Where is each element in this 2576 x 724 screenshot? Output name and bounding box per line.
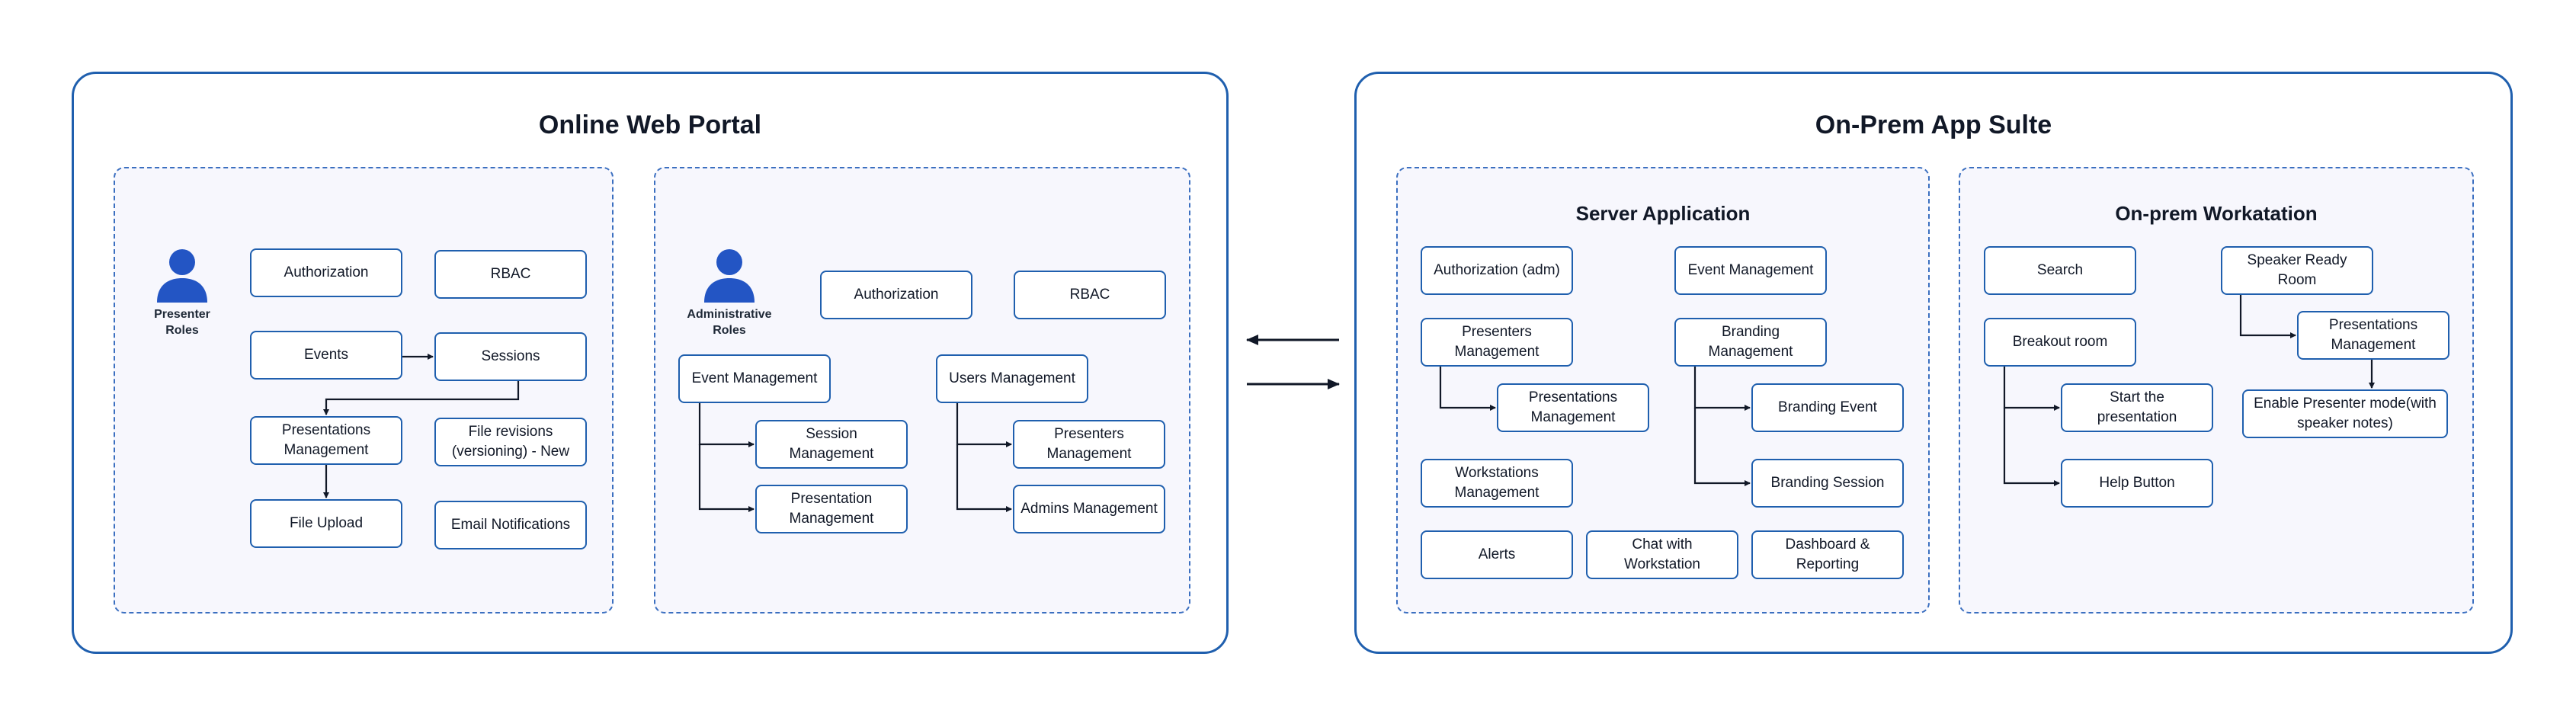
presenters-management-box: Presenters Management xyxy=(1013,420,1165,469)
email-notifications-box: Email Notifications xyxy=(434,501,587,549)
file-revisions-box: File revisions (versioning) - New xyxy=(434,418,587,466)
on-prem-app-suite-title: On-Prem App Sulte xyxy=(1815,111,2052,139)
breakout-to-start-arrow xyxy=(2003,367,2060,411)
users-management-box: Users Management xyxy=(936,354,1088,403)
presenter-roles-label: Presenter Roles xyxy=(154,308,210,337)
user-icon xyxy=(704,249,755,303)
sessions-box: Sessions xyxy=(434,332,587,381)
presenters-to-presentations-arrow xyxy=(1439,367,1496,411)
dashboard-reporting-box: Dashboard & Reporting xyxy=(1751,530,1904,579)
branding-event-box: Branding Event xyxy=(1751,383,1904,432)
presentations-management-box: Presentations Management xyxy=(250,416,402,465)
events-box: Events xyxy=(250,331,402,380)
search-box: Search xyxy=(1984,246,2136,295)
alerts-box: Alerts xyxy=(1421,530,1573,579)
branding-to-event-arrow xyxy=(1693,367,1751,411)
presenter-authorization-box: Authorization xyxy=(250,248,402,297)
breakout-to-help-arrow xyxy=(2003,408,2060,486)
event-mgmt-to-presentation-arrow xyxy=(698,444,755,512)
file-upload-box: File Upload xyxy=(250,499,402,548)
server-presentations-management-box: Presentations Management xyxy=(1497,383,1649,432)
server-presenters-management-box: Presenters Management xyxy=(1421,318,1573,367)
presenter-roles: Presenter Roles xyxy=(125,248,239,339)
branding-to-session-arrow xyxy=(1693,408,1751,486)
branding-management-box: Branding Management xyxy=(1674,318,1827,367)
branding-session-box: Branding Session xyxy=(1751,459,1904,508)
workstation-presentations-management-box: Presentations Management xyxy=(2297,311,2449,360)
sessions-to-presentations-arrow xyxy=(323,381,520,415)
speaker-room-to-presentations-arrow xyxy=(2239,295,2296,338)
users-mgmt-to-admins-arrow xyxy=(956,444,1012,512)
on-prem-workstation-title: On-prem Workatation xyxy=(2115,202,2318,225)
users-mgmt-to-presenters-arrow xyxy=(956,403,1012,447)
admins-management-box: Admins Management xyxy=(1013,485,1165,533)
presentation-management-box: Presentation Management xyxy=(755,485,908,533)
admin-rbac-box: RBAC xyxy=(1014,271,1166,319)
presenter-rbac-box: RBAC xyxy=(434,250,587,299)
online-web-portal-title: Online Web Portal xyxy=(538,111,762,139)
workstations-management-box: Workstations Management xyxy=(1421,459,1573,508)
chat-with-workstation-box: Chat with Workstation xyxy=(1586,530,1738,579)
server-application-title: Server Application xyxy=(1575,202,1751,225)
user-icon xyxy=(157,249,207,303)
authorization-adm-box: Authorization (adm) xyxy=(1421,246,1573,295)
speaker-ready-room-box: Speaker Ready Room xyxy=(2221,246,2373,295)
session-management-box: Session Management xyxy=(755,420,908,469)
admin-authorization-box: Authorization xyxy=(820,271,972,319)
breakout-room-box: Breakout room xyxy=(1984,318,2136,367)
enable-presenter-mode-box: Enable Presenter mode(with speaker notes… xyxy=(2242,389,2448,438)
server-event-management-box: Event Management xyxy=(1674,246,1827,295)
help-button-box: Help Button xyxy=(2061,459,2213,508)
start-presentation-box: Start the presentation xyxy=(2061,383,2213,432)
event-mgmt-to-session-arrow xyxy=(698,403,755,447)
event-management-box: Event Management xyxy=(678,354,831,403)
administrative-roles: Administrative Roles xyxy=(672,248,787,339)
administrative-roles-label: Administrative Roles xyxy=(687,308,772,337)
